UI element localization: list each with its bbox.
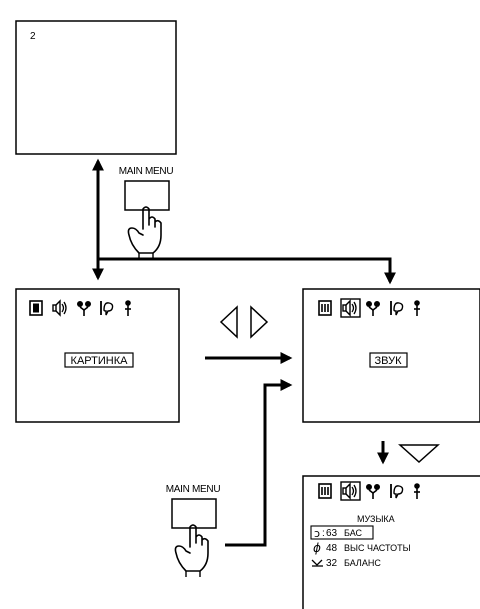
- features-icon: [366, 301, 380, 316]
- selected-item-left: КАРТИНКА: [71, 355, 129, 367]
- balance-value: 32: [326, 558, 338, 569]
- balance-label: БАЛАНС: [344, 558, 381, 568]
- bass-icon: ↄ: [314, 527, 320, 540]
- submenu-title: МУЗЫКА: [357, 514, 395, 524]
- main-menu-button-lower[interactable]: [172, 499, 216, 528]
- bass-row-highlight: [311, 526, 373, 539]
- treble-value: 48: [326, 543, 338, 554]
- menu-icons-left: [30, 300, 131, 316]
- menu-icons-bottom: [319, 482, 420, 500]
- main-menu-button-upper[interactable]: [125, 181, 169, 210]
- menu-icons-right: [319, 299, 420, 317]
- treble-label: ВЫС ЧАСТОТЫ: [344, 543, 411, 553]
- setup-icon: [125, 300, 131, 316]
- language-icon: [391, 484, 403, 498]
- bass-colon: :: [322, 528, 325, 539]
- sound-icon-selected: [341, 482, 360, 500]
- bass-value: 63: [326, 528, 338, 539]
- screen-top: [16, 21, 176, 154]
- language-icon: [391, 301, 403, 315]
- treble-icon: ɸ: [313, 541, 321, 555]
- setup-icon: [414, 300, 420, 316]
- picture-icon: [319, 484, 331, 498]
- balance-icon: [312, 560, 323, 566]
- arrow-return: [225, 385, 290, 545]
- bass-label: БАС: [344, 528, 363, 538]
- arrow-to-right-screen: [98, 259, 390, 282]
- main-menu-label-lower: MAIN MENU: [166, 484, 221, 495]
- hand-icon-lower: [175, 525, 208, 577]
- down-triangle-icon: [400, 445, 438, 462]
- right-triangle-icon: [251, 307, 267, 337]
- features-icon: [77, 301, 91, 316]
- features-icon: [366, 484, 380, 499]
- picture-icon: [319, 301, 331, 315]
- hand-icon-upper: [128, 207, 161, 259]
- selected-item-right: ЗВУК: [374, 355, 402, 367]
- sound-icon-selected: [341, 299, 360, 317]
- screen-top-number: 2: [30, 31, 36, 42]
- left-triangle-icon: [221, 307, 237, 337]
- main-menu-label-upper: MAIN MENU: [119, 166, 174, 177]
- language-icon: [101, 301, 113, 315]
- sound-icon: [53, 301, 66, 315]
- picture-icon: [30, 301, 42, 315]
- setup-icon: [414, 483, 420, 499]
